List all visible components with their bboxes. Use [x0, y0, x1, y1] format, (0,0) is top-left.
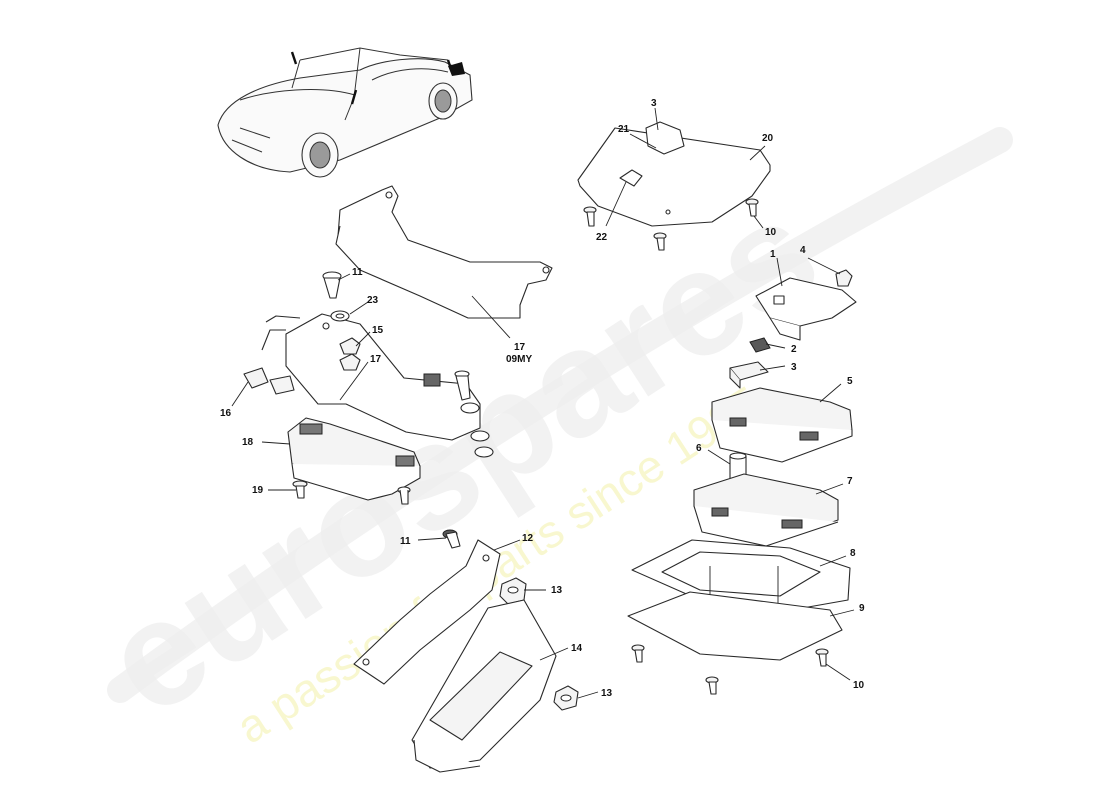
part-18-module: [287, 417, 421, 505]
part-17-bracket-09my: [335, 185, 553, 319]
callout-11-lower: 11: [400, 536, 411, 547]
callout-10-upper: 10: [765, 227, 777, 238]
callout-3-upper: 3: [651, 98, 657, 109]
callouts: 3 21 20 22 10 4 1 2 3 5 6 7 8 9 10 11 23…: [220, 98, 865, 699]
callout-8: 8: [850, 548, 856, 559]
car-thumbnail: [217, 47, 473, 178]
part-11-pin-lower: [442, 529, 461, 549]
part-20-plate: [577, 121, 771, 227]
part-12-bracket: [353, 539, 501, 685]
callout-6: 6: [696, 443, 702, 454]
callout-2: 2: [791, 344, 797, 355]
part-15-nuts: [339, 337, 361, 371]
part-9-plate: [627, 591, 843, 661]
callout-13-upper: 13: [551, 585, 563, 596]
part-7-module: [693, 473, 839, 547]
part-16-clip: [243, 367, 295, 395]
callout-16: 16: [220, 408, 232, 419]
callout-17-upper: 17: [514, 342, 526, 353]
callout-10-lower: 10: [853, 680, 865, 691]
callout-22: 22: [596, 232, 608, 243]
left-assembly-fixings: [454, 370, 494, 458]
callout-7: 7: [847, 476, 853, 487]
part-11-pin-upper: [322, 271, 342, 299]
callout-14: 14: [571, 643, 583, 654]
callout-23: 23: [367, 295, 379, 306]
callout-19: 19: [252, 485, 264, 496]
callout-21: 21: [618, 124, 630, 135]
part-14-module: [411, 599, 557, 773]
callout-3-lower: 3: [791, 362, 797, 373]
part-4-nut: [835, 269, 853, 287]
callout-17-upper-note: 09MY: [506, 354, 532, 365]
part-5-module: [711, 387, 853, 463]
part-23-washer: [330, 310, 350, 322]
leader-lines: [231, 107, 855, 699]
callout-1: 1: [770, 249, 776, 260]
callout-13-lower: 13: [601, 688, 613, 699]
callout-11-upper: 11: [352, 267, 363, 278]
callout-12: 12: [522, 533, 534, 544]
part-2-clip: [749, 337, 771, 353]
callout-4: 4: [800, 245, 806, 256]
callout-20: 20: [762, 133, 774, 144]
callout-17-lower: 17: [370, 354, 382, 365]
callout-5: 5: [847, 376, 853, 387]
callout-9: 9: [859, 603, 865, 614]
part-1-bracket: [755, 277, 857, 341]
callout-15: 15: [372, 325, 384, 336]
callout-18: 18: [242, 437, 254, 448]
part-3-connector-lower: [729, 361, 769, 389]
part-17-lower-bracket: [261, 313, 481, 441]
part-19-screw: [292, 480, 308, 499]
fixing-screws: [583, 198, 829, 695]
part-13-nut-lower: [553, 685, 579, 711]
